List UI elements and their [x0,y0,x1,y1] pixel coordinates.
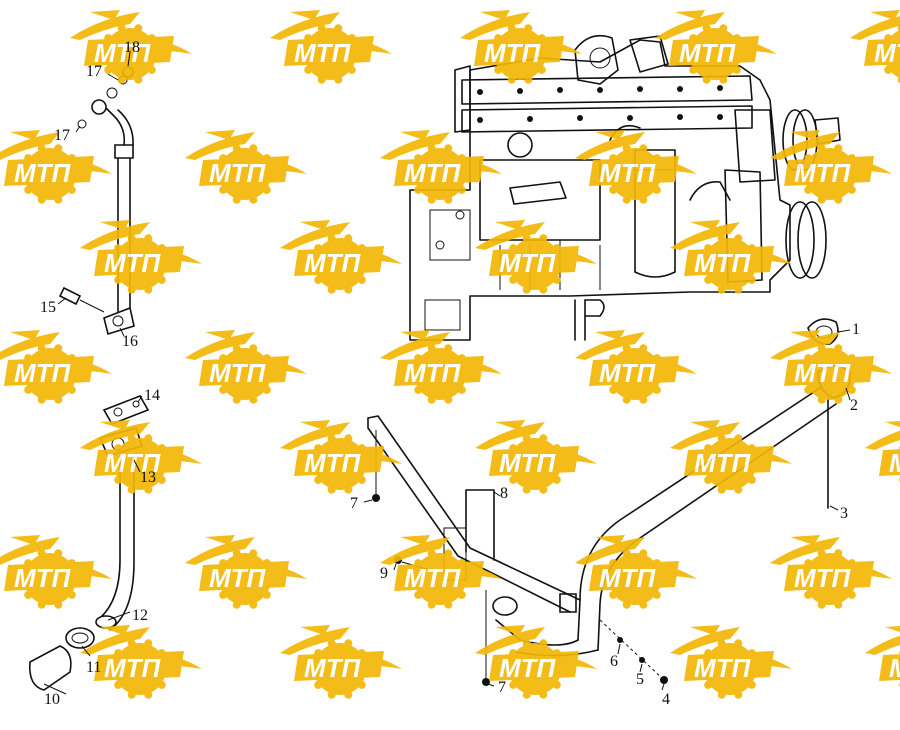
callout-17-lower: 17 [54,127,70,144]
mtp-logo-icon: МТП [770,330,892,404]
mtp-logo-icon: МТП [670,625,792,699]
callout-4: 4 [662,691,670,708]
mtp-logo-icon: МТП [575,535,697,609]
callout-7-lower: 7 [498,679,506,696]
mtp-logo-icon: МТП [850,10,900,84]
mtp-logo-icon: МТП [280,220,402,294]
svg-text:МТП: МТП [404,563,462,593]
callout-labels: 1 2 3 4 5 6 7 7 8 9 10 11 12 13 14 15 16… [40,39,860,708]
svg-text:МТП: МТП [679,38,737,68]
svg-text:МТП: МТП [694,248,752,278]
mtp-logo-icon: МТП [380,130,502,204]
svg-text:МТП: МТП [209,158,267,188]
callout-9: 9 [380,565,388,582]
svg-text:МТП: МТП [94,38,152,68]
mtp-logo-icon: МТП [80,220,202,294]
svg-text:МТП: МТП [484,38,542,68]
mtp-logo-icon: МТП [0,330,112,404]
callout-7-upper: 7 [350,495,358,512]
callout-2: 2 [850,397,858,414]
svg-text:МТП: МТП [499,248,557,278]
leader-lines [43,51,851,695]
callout-14: 14 [144,387,160,404]
svg-text:МТП: МТП [104,248,162,278]
svg-text:МТП: МТП [209,358,267,388]
svg-text:МТП: МТП [599,358,657,388]
mtp-logo-icon: МТП [865,626,900,688]
mtp-logo-icon: МТП [0,130,112,204]
callout-5: 5 [636,671,644,688]
svg-text:МТП: МТП [794,563,852,593]
svg-text:МТП: МТП [294,38,352,68]
svg-text:МТП: МТП [14,158,72,188]
svg-text:МТП: МТП [404,358,462,388]
svg-text:МТП: МТП [14,358,72,388]
mtp-logo-icon: МТП [770,130,892,204]
callout-11: 11 [86,659,101,676]
callout-8: 8 [500,485,508,502]
callout-3: 3 [840,505,848,522]
svg-text:МТП: МТП [599,158,657,188]
mtp-logo-icon: МТП [460,10,582,84]
mtp-logo-icon: МТП [380,330,502,404]
mtp-logo-icon: МТП [280,625,402,699]
svg-text:МТП: МТП [794,358,852,388]
mtp-logo-icon: МТП [670,420,792,494]
callout-18: 18 [124,39,140,56]
mtp-logo-icon: МТП [655,10,777,84]
mtp-logo-icon: МТП [475,625,597,699]
watermark-layer: МТП МТП МТП МТП МТП МТП МТП МТП МТП МТП МТП МТП МТП М… [0,10,900,699]
mtp-logo-icon: МТП [80,420,202,494]
svg-text:МТП: МТП [889,653,900,683]
svg-text:МТП: МТП [104,653,162,683]
mtp-logo-icon: МТП [80,625,202,699]
mtp-logo-icon: МТП [70,10,192,84]
svg-text:МТП: МТП [14,563,72,593]
mtp-logo-icon: МТП [185,535,307,609]
callout-12: 12 [132,607,148,624]
callout-13: 13 [140,469,156,486]
mtp-logo-icon: МТП [575,330,697,404]
mtp-logo-icon: МТП [380,535,502,609]
svg-text:МТП: МТП [499,653,557,683]
callout-6: 6 [610,653,618,670]
svg-text:МТП: МТП [599,563,657,593]
mtp-logo-icon: МТП [865,421,900,483]
svg-text:МТП: МТП [209,563,267,593]
mtp-logo-icon: МТП [770,535,892,609]
svg-text:МТП: МТП [874,38,900,68]
svg-text:МТП: МТП [104,448,162,478]
engine-drawing [409,34,841,341]
callout-15: 15 [40,299,56,316]
callout-16: 16 [122,333,138,350]
svg-text:МТП: МТП [889,448,900,478]
svg-text:МТП: МТП [304,248,362,278]
svg-text:МТП: МТП [694,653,752,683]
svg-text:МТП: МТП [794,158,852,188]
mtp-logo-icon: МТП [475,420,597,494]
mtp-logo-icon: МТП [0,535,112,609]
callout-1: 1 [852,321,860,338]
svg-text:МТП: МТП [499,448,557,478]
svg-text:МТП: МТП [404,158,462,188]
mtp-logo-icon: МТП [185,130,307,204]
svg-text:МТП: МТП [304,653,362,683]
callout-17-upper: 17 [86,63,102,80]
mtp-logo-icon: МТП [270,10,392,84]
svg-text:МТП: МТП [694,448,752,478]
callout-10: 10 [44,691,60,708]
oil-pipe-assembly [58,66,135,336]
mtp-logo-icon: МТП [185,330,307,404]
mtp-logo-icon: МТП [280,420,402,494]
mtp-logo-icon: МТП [670,220,792,294]
mtp-logo-icon: МТП [475,220,597,294]
mtp-logo-icon: МТП [575,130,697,204]
svg-text:МТП: МТП [304,448,362,478]
